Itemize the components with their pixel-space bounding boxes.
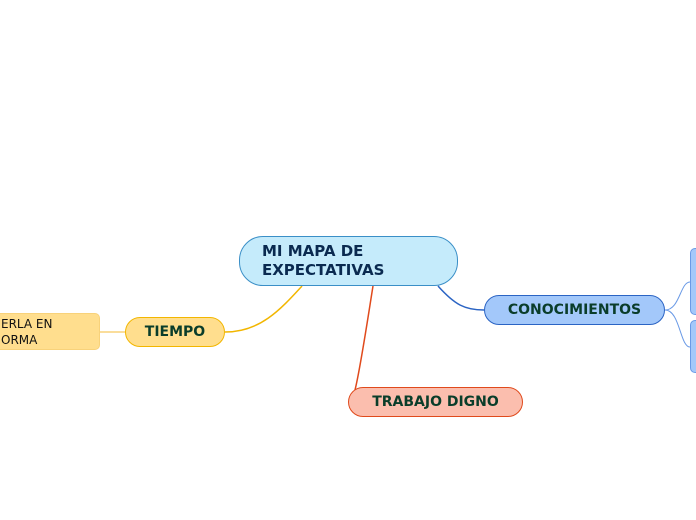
central-topic[interactable]: MI MAPA DE EXPECTATIVAS bbox=[239, 236, 458, 286]
topic-label: TRABAJO DIGNO bbox=[372, 394, 499, 410]
subtopic-line2: ORMA bbox=[1, 332, 38, 347]
link-trabajo bbox=[354, 285, 374, 391]
link-conoc-sub1 bbox=[664, 281, 691, 311]
link-conoc-sub2 bbox=[664, 309, 691, 348]
subtopic-tiempo[interactable]: ERLA EN ORMA bbox=[0, 313, 100, 350]
topic-tiempo[interactable]: TIEMPO bbox=[125, 317, 225, 347]
link-tiempo bbox=[224, 285, 303, 333]
subtopic-conocimientos-1[interactable] bbox=[690, 248, 696, 315]
subtopic-conocimientos-2[interactable] bbox=[690, 320, 696, 373]
topic-label: TIEMPO bbox=[144, 324, 206, 340]
subtopic-line1: ERLA EN bbox=[1, 316, 53, 331]
topic-label: CONOCIMIENTOS bbox=[507, 302, 642, 318]
link-conocimientos bbox=[437, 285, 485, 311]
topic-trabajo-digno[interactable]: TRABAJO DIGNO bbox=[348, 387, 523, 417]
central-title-line2: EXPECTATIVAS bbox=[262, 261, 385, 279]
topic-conocimientos[interactable]: CONOCIMIENTOS bbox=[484, 295, 665, 325]
central-title-line1: MI MAPA DE bbox=[262, 242, 364, 260]
